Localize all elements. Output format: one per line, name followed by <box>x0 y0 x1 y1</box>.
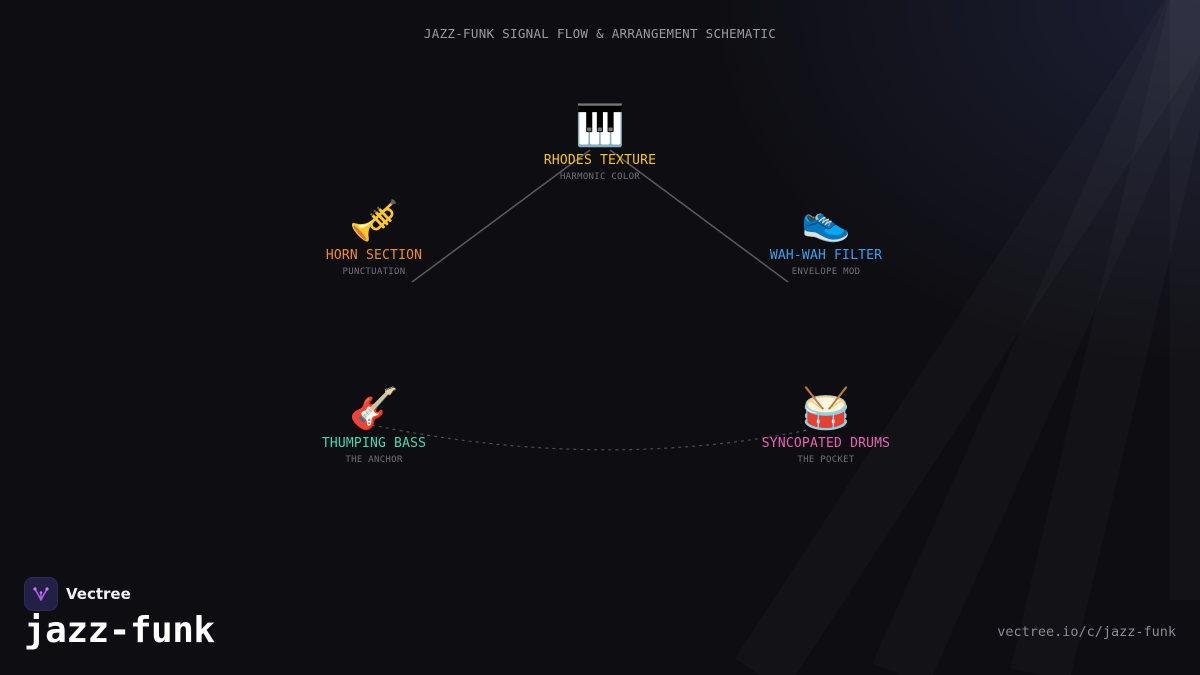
node-sublabel: HARMONIC COLOR <box>559 172 641 182</box>
node-label: THUMPING BASS <box>321 436 427 451</box>
node-rhodes[interactable]: 🎹 RHODES TEXTURE HARMONIC COLOR <box>500 102 700 183</box>
node-label: HORN SECTION <box>325 248 423 263</box>
node-bass[interactable]: 🎸 THUMPING BASS THE ANCHOR <box>274 385 474 466</box>
page-slug: jazz-funk <box>24 610 215 651</box>
node-sublabel: ENVELOPE MOD <box>791 267 861 277</box>
piano-icon: 🎹 <box>575 103 625 149</box>
diagram-title: JAZZ-FUNK SIGNAL FLOW & ARRANGEMENT SCHE… <box>423 26 777 41</box>
node-sublabel: THE POCKET <box>797 455 855 465</box>
link-rhodes-wahwah <box>609 149 789 283</box>
node-sublabel: PUNCTUATION <box>342 267 406 277</box>
guitar-icon: 🎸 <box>349 386 399 432</box>
node-label: SYNCOPATED DRUMS <box>761 436 891 451</box>
node-horns[interactable]: 🎺 HORN SECTION PUNCTUATION <box>274 197 474 278</box>
brand[interactable]: Vectree <box>24 577 131 611</box>
page-url[interactable]: vectree.io/c/jazz-funk <box>997 624 1176 640</box>
trumpet-icon: 🎺 <box>349 198 399 244</box>
drum-icon: 🥁 <box>801 386 851 432</box>
node-label: WAH-WAH FILTER <box>769 248 883 263</box>
vectree-logo-icon <box>24 577 58 611</box>
link-rhodes-horns <box>411 149 591 283</box>
node-label: RHODES TEXTURE <box>543 153 657 168</box>
link-bass-drums <box>371 424 809 451</box>
node-wahwah[interactable]: 👟 WAH-WAH FILTER ENVELOPE MOD <box>726 197 926 278</box>
brand-name: Vectree <box>66 585 131 603</box>
node-drums[interactable]: 🥁 SYNCOPATED DRUMS THE POCKET <box>726 385 926 466</box>
node-sublabel: THE ANCHOR <box>345 455 403 465</box>
sneaker-icon: 👟 <box>801 198 851 244</box>
